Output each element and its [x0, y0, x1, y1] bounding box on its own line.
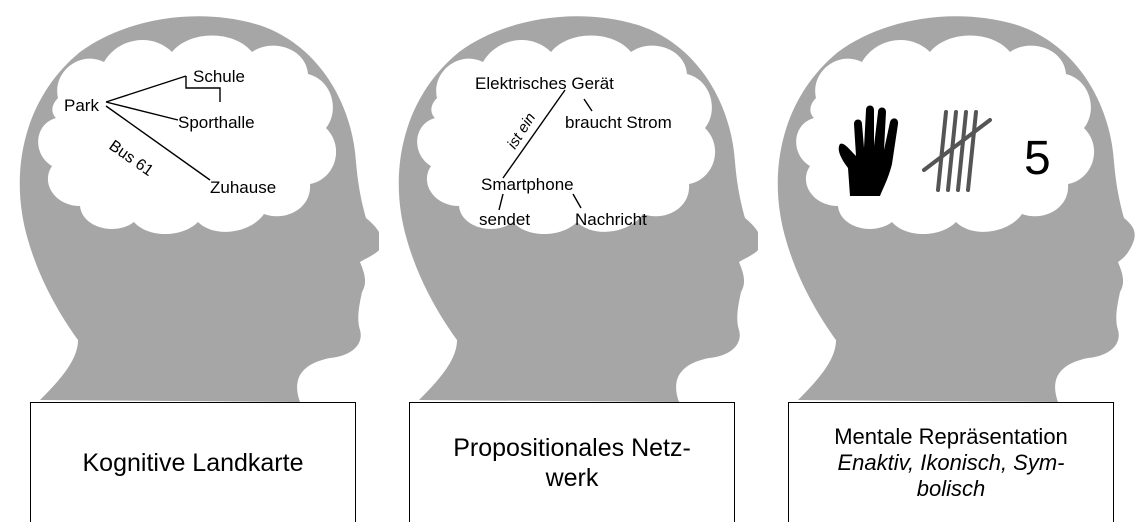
head-illustration: Park Schule Sporthalle Zuhause Bus 61	[19, 16, 379, 402]
node-nachricht: Nachricht	[575, 210, 647, 229]
caption-line-1: Mentale Repräsentation	[834, 423, 1068, 449]
node-sporthalle: Sporthalle	[178, 113, 255, 132]
caption-text: Kognitive Landkarte	[82, 448, 304, 477]
thought-cloud	[38, 35, 337, 234]
head-illustration: Elektrisches Gerät braucht Strom Smartph…	[398, 16, 758, 402]
node-braucht-strom: braucht Strom	[565, 113, 672, 132]
panel-cognitive-map: Park Schule Sporthalle Zuhause Bus 61 Ko…	[0, 0, 379, 522]
caption-line-2: Enaktiv, Ikonisch, Sym-	[837, 449, 1065, 475]
panel-mental-representation: 5 Mentale Repräsentation Enaktiv, Ikonis…	[758, 0, 1136, 522]
node-sendet: sendet	[479, 210, 530, 229]
node-smartphone: Smartphone	[481, 175, 574, 194]
hand-icon	[838, 105, 899, 196]
node-elektrisches-geraet: Elektrisches Gerät	[475, 74, 614, 93]
caption-line-1: Propositionales Netz-	[453, 433, 691, 462]
node-schule: Schule	[193, 67, 245, 86]
thought-cloud	[417, 35, 716, 234]
caption-box: Mentale Repräsentation Enaktiv, Ikonisch…	[788, 402, 1114, 522]
tally-marks-icon	[922, 110, 992, 192]
map-edges	[105, 75, 221, 181]
head-illustration: 5	[777, 16, 1135, 402]
caption-line-3: bolisch	[916, 475, 986, 501]
panel-propositional-network: Elektrisches Gerät braucht Strom Smartph…	[379, 0, 758, 522]
caption-box: Propositionales Netz- werk	[409, 402, 735, 522]
node-park: Park	[64, 96, 99, 115]
node-zuhause: Zuhause	[210, 178, 276, 197]
caption-line-2: werk	[545, 463, 599, 492]
symbol-number: 5	[1024, 132, 1051, 185]
caption-box: Kognitive Landkarte	[30, 402, 356, 522]
network-edges	[498, 89, 593, 211]
